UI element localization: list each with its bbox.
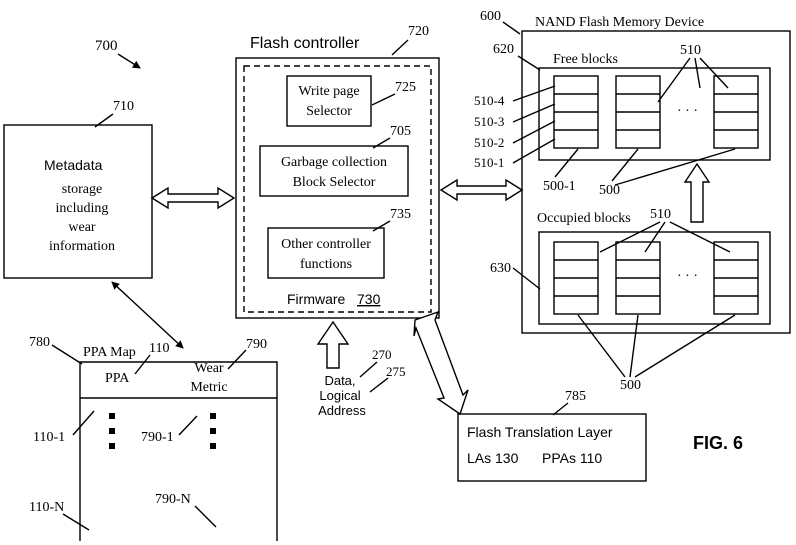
svg-text:630: 630: [490, 261, 511, 276]
controller-ref: 720: [408, 24, 429, 39]
flash-translation-layer-box: 785 Flash Translation Layer LAs 130 PPAs…: [457, 389, 647, 482]
flash-controller-box: Flash controller 720 Write page Selector…: [235, 24, 440, 319]
svg-text:wear: wear: [68, 220, 96, 235]
free-block-3: [713, 75, 759, 149]
svg-text:510-1: 510-1: [474, 155, 504, 170]
ref-700: 700: [95, 38, 141, 69]
free-blocks-area: [538, 67, 771, 161]
metadata-storage-box: 710 Metadata storage including wear info…: [3, 99, 153, 279]
svg-text:270: 270: [372, 347, 392, 362]
svg-text:510-3: 510-3: [474, 114, 504, 129]
wear-metric-header-1: Wear: [194, 361, 224, 376]
write-page-selector-box: Write page Selector 725: [286, 75, 416, 127]
free-block-2: [615, 75, 661, 149]
firmware-label: Firmware: [287, 291, 346, 307]
svg-text:790-1: 790-1: [141, 430, 174, 445]
svg-text:Block Selector: Block Selector: [293, 175, 376, 190]
svg-text:110: 110: [149, 341, 169, 356]
wear-metric-header-2: Metric: [190, 380, 227, 395]
svg-text:510: 510: [680, 43, 701, 58]
svg-text:620: 620: [493, 42, 514, 57]
svg-text:110-1: 110-1: [33, 430, 65, 445]
svg-text:725: 725: [395, 80, 416, 95]
svg-text:700: 700: [95, 38, 118, 54]
svg-text:Write page: Write page: [298, 84, 359, 99]
svg-text:information: information: [49, 239, 115, 254]
occupied-block-3: [713, 241, 759, 315]
controller-nand-arrow: [439, 178, 524, 202]
metadata-ppa-arrow: [111, 281, 184, 349]
svg-text:Address: Address: [318, 403, 366, 418]
firmware-ref: 730: [357, 291, 381, 307]
svg-text:500-1: 500-1: [543, 179, 576, 194]
svg-text:110-N: 110-N: [29, 500, 64, 515]
svg-text:735: 735: [390, 207, 411, 222]
other-controller-functions-box: Other controller functions 735: [267, 207, 411, 279]
data-logical-address-arrow: [316, 320, 350, 369]
svg-text:510-4: 510-4: [474, 93, 505, 108]
svg-text:Garbage collection: Garbage collection: [281, 155, 387, 170]
svg-text:790: 790: [246, 337, 267, 352]
metadata-title: Metadata: [44, 157, 103, 173]
controller-title: Flash controller: [250, 35, 360, 52]
ppa-column-header: PPA: [105, 371, 130, 386]
svg-text:510: 510: [650, 207, 671, 222]
occupied-block-1: [553, 241, 599, 315]
nand-title: NAND Flash Memory Device: [535, 15, 704, 30]
metadata-controller-arrow: [150, 186, 236, 210]
svg-text:Logical: Logical: [319, 388, 360, 403]
svg-text:Data,: Data,: [324, 373, 355, 388]
figure-label: FIG. 6: [693, 433, 743, 453]
occupied-to-free-arrow: [683, 162, 711, 223]
occupied-blocks-label: Occupied blocks: [537, 211, 631, 226]
svg-text:Selector: Selector: [306, 104, 352, 119]
free-block-1: [553, 75, 599, 149]
svg-text:785: 785: [565, 389, 586, 404]
ppa-map-table: 780 PPA Map 110 790 PPA Wear Metric 110-…: [29, 335, 278, 541]
controller-ftl-arrow: [413, 310, 469, 416]
svg-text:including: including: [56, 201, 109, 216]
nand-flash-device-box: 600 NAND Flash Memory Device 620 Free bl…: [474, 9, 791, 334]
data-logical-address-label: Data, Logical Address 270 275: [318, 347, 405, 418]
svg-text:500: 500: [599, 183, 620, 198]
svg-text:780: 780: [29, 335, 50, 350]
svg-text:705: 705: [390, 124, 411, 139]
ppa-map-title: PPA Map: [83, 345, 136, 360]
svg-text:510-2: 510-2: [474, 135, 504, 150]
svg-text:· · ·: · · ·: [677, 269, 698, 284]
svg-text:functions: functions: [300, 257, 352, 272]
ftl-las: LAs 130: [467, 450, 519, 466]
svg-text:· · ·: · · ·: [677, 104, 698, 119]
free-blocks-label: Free blocks: [553, 52, 618, 67]
metadata-ref: 710: [113, 99, 134, 114]
svg-text:275: 275: [386, 364, 406, 379]
svg-text:790-N: 790-N: [155, 492, 191, 507]
svg-text:storage: storage: [62, 182, 102, 197]
svg-text:500: 500: [620, 378, 641, 393]
nand-ref: 600: [480, 9, 501, 24]
occupied-blocks-area: [538, 231, 771, 325]
svg-text:Other controller: Other controller: [281, 237, 371, 252]
ftl-title: Flash Translation Layer: [467, 424, 613, 440]
occupied-block-2: [615, 241, 661, 315]
garbage-collection-selector-box: Garbage collection Block Selector 705: [259, 124, 411, 197]
occupied-group-ref: 500: [577, 314, 736, 393]
ftl-ppas: PPAs 110: [542, 450, 602, 466]
